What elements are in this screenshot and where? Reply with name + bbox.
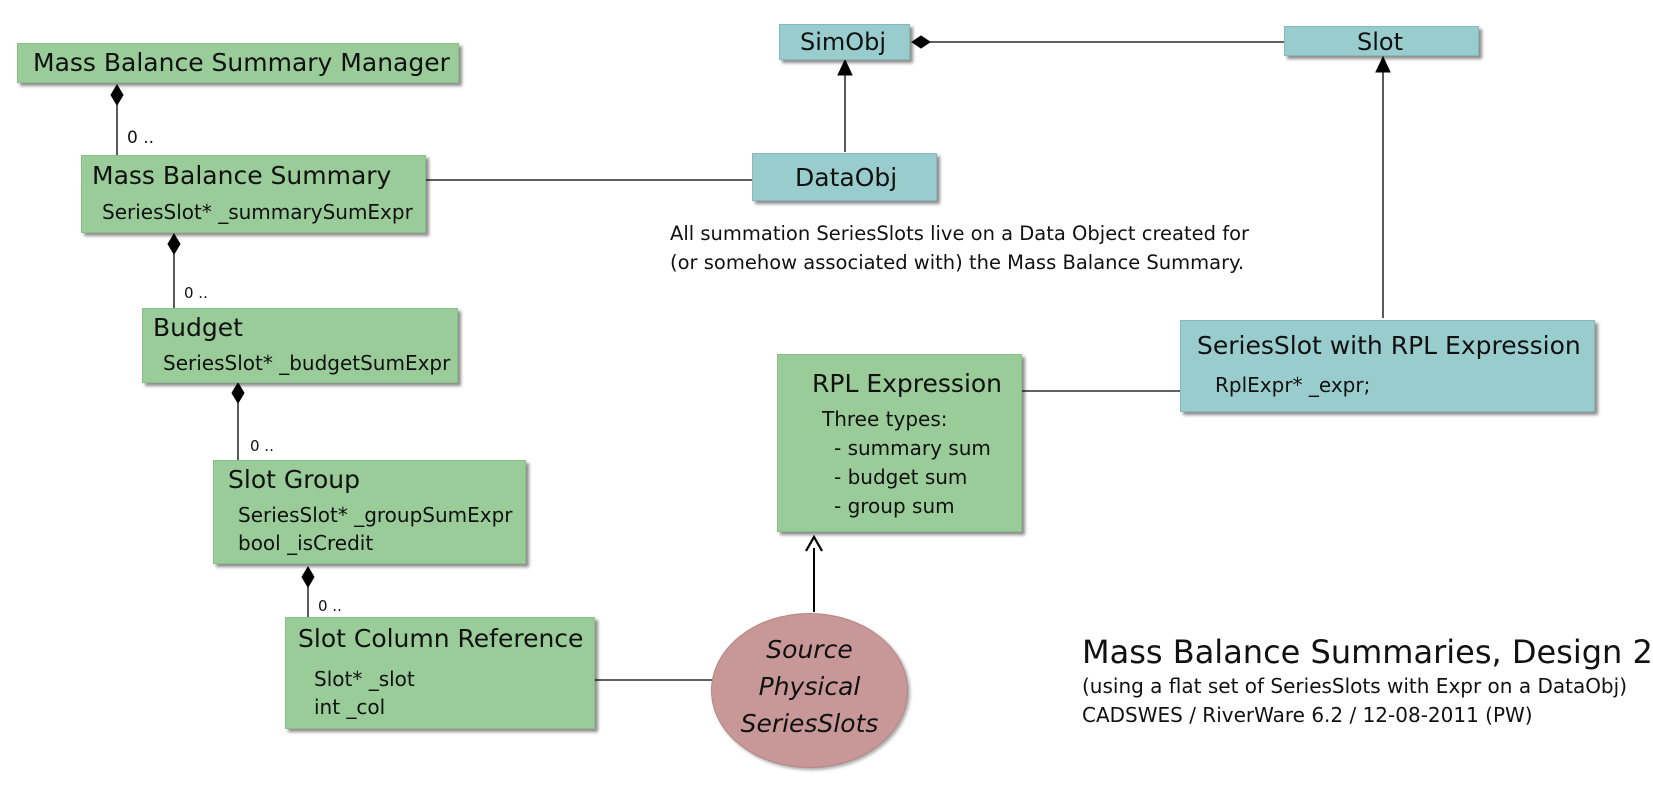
composition-diamond-mbs bbox=[167, 233, 181, 255]
slot-group-box[interactable]: Slot Group SeriesSlot* _groupSumExpr boo… bbox=[213, 460, 526, 564]
composition-diamond-manager bbox=[110, 84, 124, 106]
dataobj-note-line-2: (or somehow associated with) the Mass Ba… bbox=[670, 251, 1245, 274]
mbs-box[interactable]: Mass Balance Summary SeriesSlot* _summar… bbox=[81, 155, 426, 233]
caption-title: Mass Balance Summaries, Design 2 bbox=[1082, 633, 1653, 671]
simobj-title: SimObj bbox=[800, 28, 887, 56]
simobj-box[interactable]: SimObj bbox=[779, 24, 910, 60]
inheritance-arrowhead-slot bbox=[1375, 55, 1391, 73]
mbs-attr-sum-expr: SeriesSlot* _summarySumExpr bbox=[102, 200, 413, 224]
slot-column-reference-box[interactable]: Slot Column Reference Slot* _slot int _c… bbox=[285, 617, 595, 729]
seriesslot-rpl-title: SeriesSlot with RPL Expression bbox=[1197, 331, 1581, 360]
slot-group-title: Slot Group bbox=[228, 465, 360, 494]
slot-group-attr-is-credit: bool _isCredit bbox=[238, 531, 374, 555]
dataobj-note-line-1: All summation SeriesSlots live on a Data… bbox=[670, 222, 1250, 245]
multiplicity-group-ref: 0 .. bbox=[318, 597, 342, 615]
rpl-expression-box[interactable]: RPL Expression Three types: - summary su… bbox=[777, 354, 1022, 532]
source-physical-seriesslots-ellipse[interactable]: Source Physical SeriesSlots bbox=[711, 613, 908, 768]
composition-diamond-budget bbox=[231, 382, 245, 404]
slot-column-reference-title: Slot Column Reference bbox=[298, 624, 584, 653]
multiplicity-mbs-budget: 0 .. bbox=[184, 284, 208, 302]
rpl-expression-type-summary: - summary sum bbox=[834, 436, 991, 460]
caption-credit: CADSWES / RiverWare 6.2 / 12-08-2011 (PW… bbox=[1082, 703, 1533, 727]
composition-diamond-group bbox=[301, 566, 315, 588]
budget-title: Budget bbox=[153, 313, 243, 342]
seriesslot-rpl-box[interactable]: SeriesSlot with RPL Expression RplExpr* … bbox=[1180, 320, 1595, 412]
arrowhead-rpl-expression bbox=[805, 534, 823, 552]
mbs-manager-title: Mass Balance Summary Manager bbox=[33, 48, 450, 77]
dataobj-box[interactable]: DataObj bbox=[752, 153, 937, 201]
source-label-line-1: Source bbox=[766, 635, 853, 664]
caption-subtitle: (using a flat set of SeriesSlots with Ex… bbox=[1082, 674, 1627, 698]
aggregation-diamond-simobj bbox=[911, 35, 931, 49]
source-label-line-3: SeriesSlots bbox=[740, 709, 879, 738]
mbs-manager-box[interactable]: Mass Balance Summary Manager bbox=[17, 43, 459, 83]
slot-group-attr-sum-expr: SeriesSlot* _groupSumExpr bbox=[238, 503, 513, 527]
slot-column-reference-attr-col: int _col bbox=[314, 695, 386, 719]
mbs-title: Mass Balance Summary bbox=[92, 161, 392, 190]
budget-attr-sum-expr: SeriesSlot* _budgetSumExpr bbox=[163, 351, 451, 375]
multiplicity-manager-mbs: 0 .. bbox=[127, 128, 155, 148]
multiplicity-budget-group: 0 .. bbox=[250, 437, 274, 455]
dataobj-title: DataObj bbox=[795, 163, 898, 192]
slot-title: Slot bbox=[1357, 28, 1403, 56]
rpl-expression-title: RPL Expression bbox=[812, 369, 1003, 398]
slot-box[interactable]: Slot bbox=[1284, 26, 1479, 56]
slot-column-reference-attr-slot: Slot* _slot bbox=[314, 667, 415, 691]
rpl-expression-type-group: - group sum bbox=[834, 494, 955, 518]
budget-box[interactable]: Budget SeriesSlot* _budgetSumExpr bbox=[142, 308, 458, 383]
inheritance-arrowhead-simobj bbox=[837, 58, 853, 76]
rpl-expression-types-label: Three types: bbox=[822, 407, 948, 431]
seriesslot-rpl-attr-expr: RplExpr* _expr; bbox=[1215, 373, 1371, 397]
rpl-expression-type-budget: - budget sum bbox=[834, 465, 968, 489]
source-label-line-2: Physical bbox=[758, 672, 861, 701]
